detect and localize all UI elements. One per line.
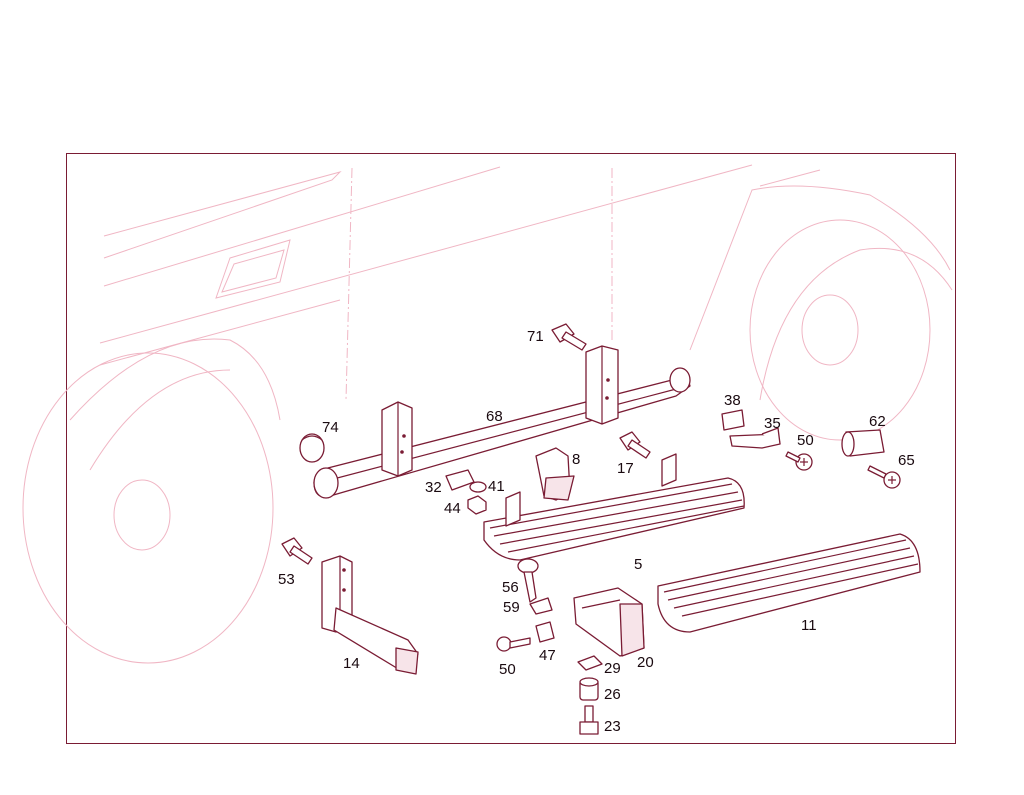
- callout-50-upper: 50: [797, 432, 814, 449]
- vehicle-outline-ghost: [22, 164, 953, 664]
- part-5-running-board: [483, 453, 745, 561]
- callout-5: 5: [634, 556, 642, 573]
- part-50-screw-lower: [496, 636, 531, 652]
- callout-29: 29: [604, 660, 621, 677]
- callout-41: 41: [488, 478, 505, 495]
- callout-56: 56: [502, 579, 519, 596]
- callout-50-lower: 50: [499, 661, 516, 678]
- callout-59: 59: [503, 599, 520, 616]
- part-71-bolt: [551, 323, 587, 351]
- part-74-end-cap: [299, 433, 325, 463]
- part-47-clip: [535, 621, 555, 643]
- callout-68: 68: [486, 408, 503, 425]
- callout-65: 65: [898, 452, 915, 469]
- callout-17: 17: [617, 460, 634, 477]
- part-20-bracket-block: [573, 587, 645, 657]
- part-8-bracket: [535, 447, 575, 501]
- part-44-nut: [467, 495, 487, 515]
- part-59-clip: [529, 597, 553, 615]
- part-14-support-arm: [321, 555, 419, 675]
- part-17-bolt: [619, 431, 651, 459]
- callout-11: 11: [801, 617, 817, 634]
- part-35-bracket: [729, 427, 781, 449]
- part-23-bolt: [579, 705, 599, 735]
- callout-53: 53: [278, 571, 295, 588]
- diagram-frame: [66, 153, 956, 744]
- callout-74: 74: [322, 419, 339, 436]
- callout-47: 47: [539, 647, 556, 664]
- part-68-tube-bar: [313, 345, 691, 499]
- part-26-spacer: [579, 677, 599, 701]
- part-62-sleeve: [841, 429, 885, 457]
- callout-32: 32: [425, 479, 442, 496]
- callout-44: 44: [444, 500, 461, 517]
- callout-71: 71: [527, 328, 544, 345]
- callout-62: 62: [869, 413, 886, 430]
- callout-labels: 74 68 71 32 41 44 8 17 5 56 59 50 47 29 …: [278, 328, 915, 735]
- callout-23: 23: [604, 718, 621, 735]
- part-11-step-plate: [657, 533, 921, 633]
- part-53-bolt: [281, 537, 313, 565]
- part-56-screw: [517, 558, 539, 603]
- callout-38: 38: [724, 392, 741, 409]
- part-38-clip: [721, 409, 745, 431]
- callout-20: 20: [637, 654, 654, 671]
- part-65-screw: [867, 465, 901, 489]
- callout-26: 26: [604, 686, 621, 703]
- callout-8: 8: [572, 451, 580, 468]
- callout-35: 35: [764, 415, 781, 432]
- callout-14: 14: [343, 655, 360, 672]
- part-29-nut-plate: [577, 655, 603, 671]
- part-41-washer: [469, 481, 487, 493]
- part-50-screw-upper: [785, 451, 813, 471]
